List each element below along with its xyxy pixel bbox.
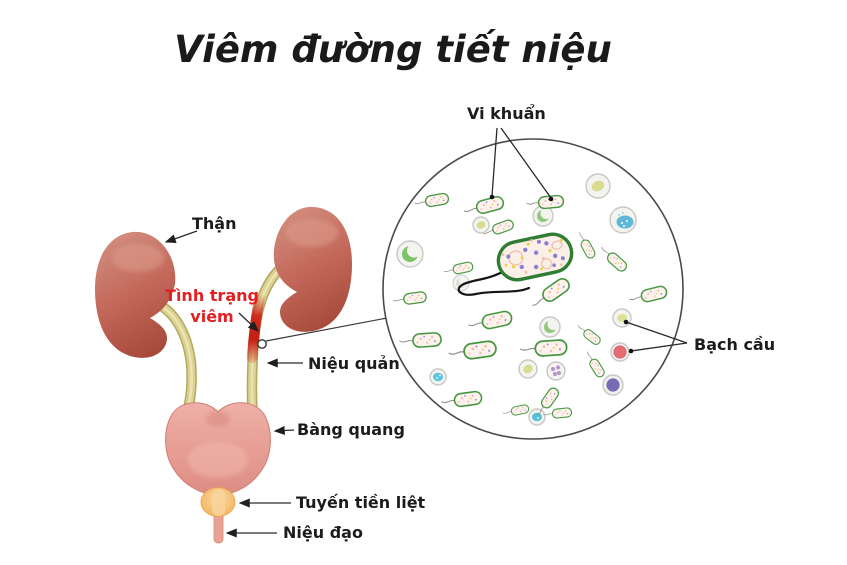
white-blood-cell [528,408,546,426]
label-kidney: Thận [192,214,237,233]
label-inflammation: Tình trạng viêm [165,286,259,326]
white-blood-cell [472,216,490,234]
bladder [165,402,271,496]
white-blood-cell [546,361,566,381]
magnifier-connector-line [265,317,388,342]
bladder-arrow [273,425,295,436]
white-blood-cell [585,173,611,199]
white-blood-cell [518,359,538,379]
bacteria-pointer-2 [500,127,552,199]
kidney-arrow [164,230,198,244]
pointer-dots [489,194,634,354]
label-wbc: Bạch cầu [694,335,776,354]
page-title: Viêm đường tiết niệu [174,28,612,71]
urinary-tract-illustration [95,206,388,544]
white-blood-cell [396,240,424,268]
white-blood-cell [429,368,447,386]
white-blood-cell-labeled [612,308,632,328]
white-blood-cell [602,374,624,396]
white-blood-cell-labeled [610,342,630,362]
inflammation-arrow [238,312,259,332]
label-urethra: Niệu đạo [283,523,363,542]
magnifier-source-point [257,339,267,349]
white-blood-cells [396,173,637,426]
bacteria-pointer-1 [491,127,498,197]
left-kidney-highlight [112,244,164,272]
white-blood-cell [539,316,561,338]
wbc-pointer-2 [630,342,688,352]
wbc-pointer-1 [625,321,688,344]
flagellum [457,269,531,296]
white-blood-cell [532,205,554,227]
label-ureter: Niệu quản [308,354,400,373]
white-blood-cell [609,206,637,234]
microscope-view [382,138,684,440]
microscope-ring [382,138,684,440]
label-bacteria: Vi khuẩn [467,104,546,123]
label-bladder: Bàng quang [297,420,405,439]
annotation-lines [164,127,688,538]
large-bacterium [496,232,574,282]
label-prostate: Tuyến tiền liệt [296,493,426,512]
prostate [200,487,236,517]
right-kidney-highlight [286,219,338,247]
